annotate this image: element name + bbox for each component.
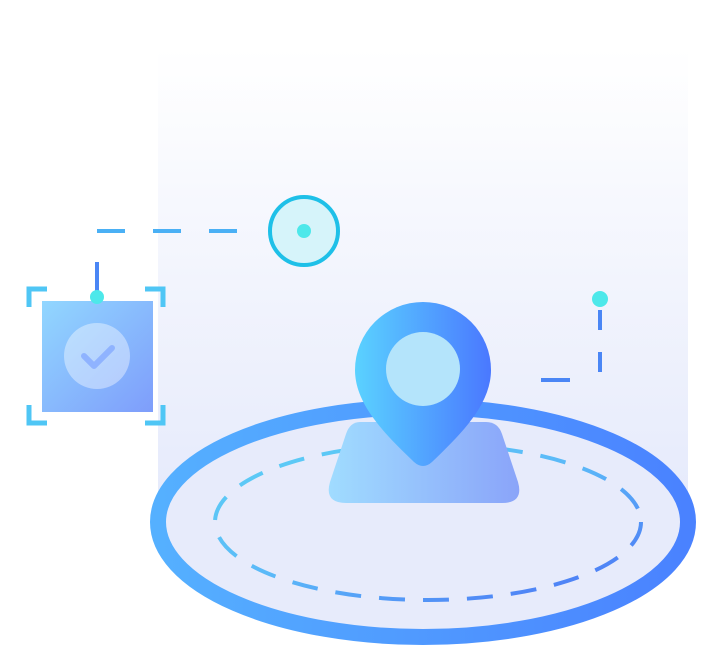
verified-box-icon bbox=[26, 262, 166, 426]
right-connector-icon bbox=[541, 291, 608, 382]
location-pin-icon bbox=[355, 302, 491, 466]
target-node-icon bbox=[97, 195, 340, 267]
